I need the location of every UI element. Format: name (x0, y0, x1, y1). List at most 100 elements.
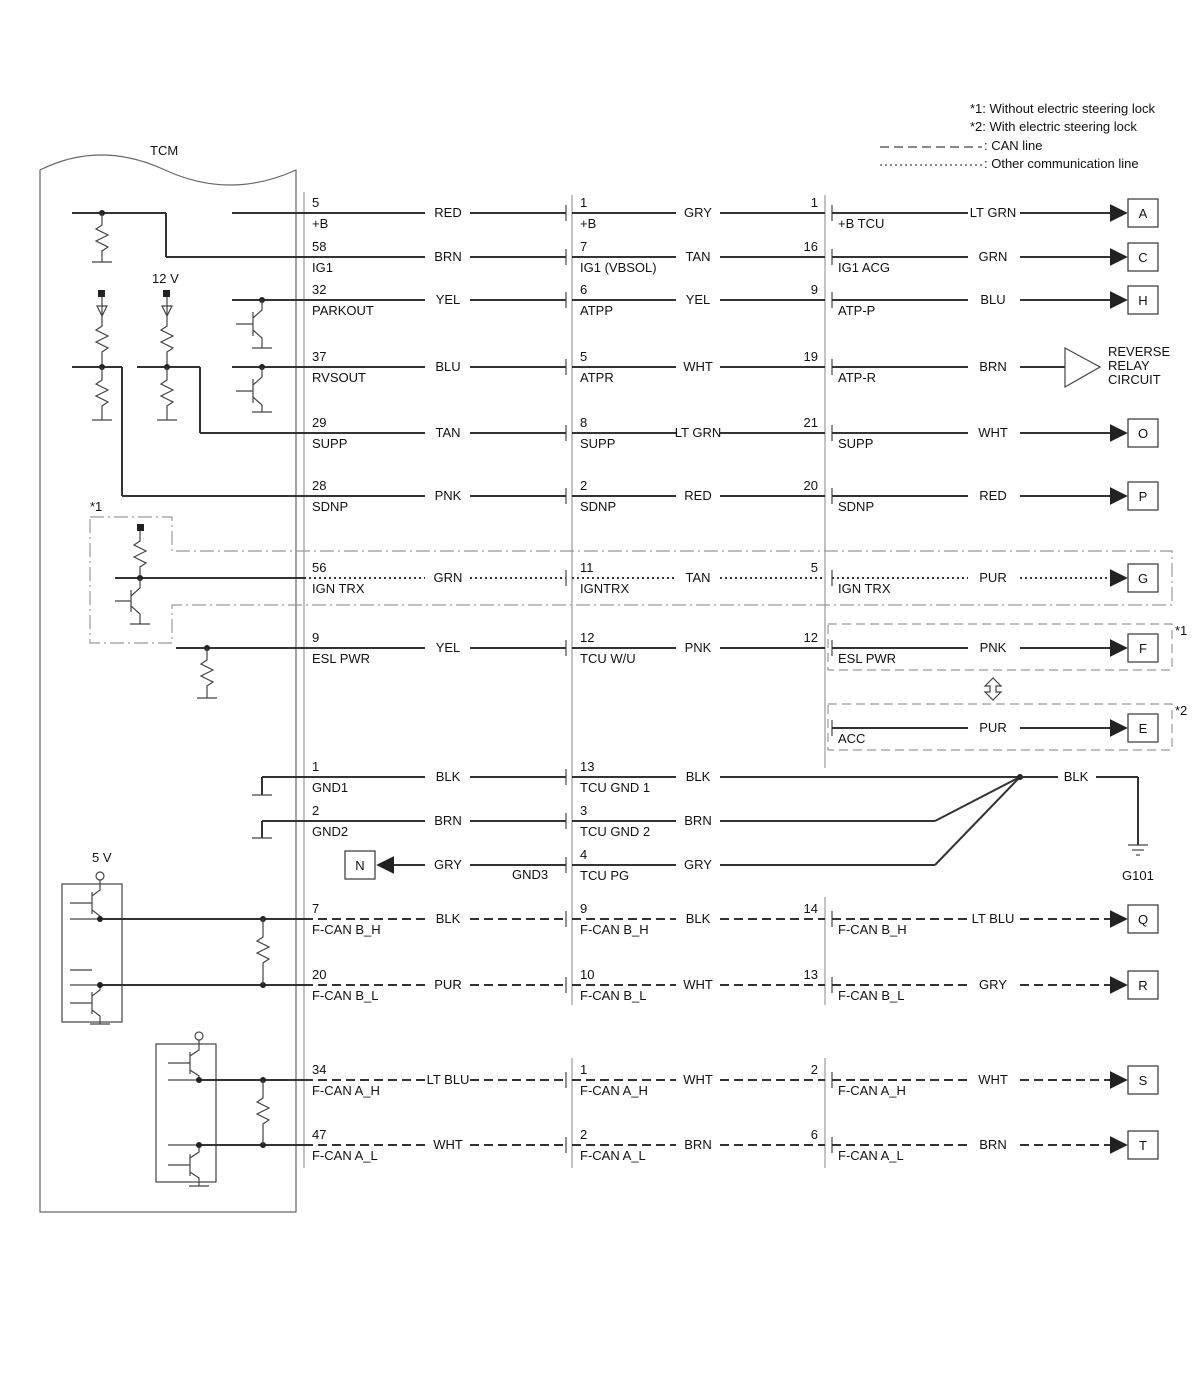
destination-label: Q (1138, 912, 1148, 927)
tcm-pin-name: F-CAN A_H (312, 1083, 380, 1098)
wire-color-label: RED (979, 488, 1006, 503)
right-pin-number: 16 (804, 239, 818, 254)
tcm-pin-name: +B (312, 216, 328, 231)
tcm-internal-upper: 12 V (72, 210, 304, 497)
mid-pin-name: ATPR (580, 370, 614, 385)
right-pin-number: 13 (804, 967, 818, 982)
right-pin-name: IG1 ACG (838, 260, 890, 275)
swap-arrow-icon (983, 677, 1003, 701)
mid-pin-name: TCU GND 1 (580, 780, 650, 795)
mid-pin-number: 8 (580, 415, 587, 430)
destination-box (1127, 713, 1159, 743)
mid-pin-name: F-CAN A_L (580, 1148, 646, 1163)
termination-resistor (255, 919, 271, 985)
mid-pin-name: SDNP (580, 499, 616, 514)
mid-pin-number: 1 (580, 195, 587, 210)
transistor (70, 880, 101, 919)
right-pin-name: F-CAN B_H (838, 922, 907, 937)
mid-pin-name: F-CAN A_H (580, 1083, 648, 1098)
destination-label: E (1139, 721, 1148, 736)
wire-color-label: PUR (979, 570, 1006, 585)
right-pin-name: +B TCU (838, 216, 884, 231)
ground-section: G101 GND3 (252, 774, 1154, 883)
right-pin-number: 9 (811, 282, 818, 297)
wire-color-label: BRN (434, 249, 461, 264)
mid-pin-number: 6 (580, 282, 587, 297)
tcm-pin-name: GND2 (312, 824, 348, 839)
destination-box (1127, 633, 1159, 663)
wire-color-label: BRN (979, 359, 1006, 374)
tcm-pin-number: 56 (312, 560, 326, 575)
tcm-pin-name: SDNP (312, 499, 348, 514)
wire-color-label: BRN (979, 1137, 1006, 1152)
transistor (236, 300, 263, 348)
mid-pin-name: IG1 (VBSOL) (580, 260, 657, 275)
mid-pin-name: +B (580, 216, 596, 231)
reverse-relay-symbol (1064, 346, 1102, 389)
can-a-internal (155, 1031, 304, 1187)
right-pin-name: IGN TRX (838, 581, 891, 596)
legend-note1: *1: Without electric steering lock (970, 101, 1155, 116)
tcm-pin-number: 32 (312, 282, 326, 297)
wire-color-label: WHT (683, 977, 713, 992)
mid-pin-number: 7 (580, 239, 587, 254)
star1-boundary (89, 516, 1173, 644)
ground-wire (934, 776, 1021, 822)
transistor (236, 367, 263, 412)
mid-pin-name: IGNTRX (580, 581, 629, 596)
can-b-transceiver (61, 883, 123, 1023)
right-pin-number: 1 (811, 195, 818, 210)
resistor (132, 531, 148, 578)
destination-box (1127, 904, 1159, 934)
wire-color-label: WHT (978, 425, 1008, 440)
wire-color-label: GRY (684, 205, 712, 220)
junction-dot (196, 1142, 202, 1148)
box-star2-label: *2 (1175, 703, 1187, 718)
wire-color-label: BLK (1064, 769, 1089, 784)
wire-color-label: BLK (686, 911, 711, 926)
supply-terminal (98, 290, 105, 297)
tcm-pin-name: F-CAN B_H (312, 922, 381, 937)
box-star1-label: *1 (1175, 623, 1187, 638)
right-pin-number: 12 (804, 630, 818, 645)
resistor (159, 367, 175, 420)
legend-other-line: : Other communication line (984, 156, 1139, 171)
tcm-pin-number: 7 (312, 901, 319, 916)
supply-terminal (194, 1031, 204, 1041)
destination-label: O (1138, 426, 1148, 441)
tcm-pin-name: IG1 (312, 260, 333, 275)
wire-color-label: BLU (435, 359, 460, 374)
supply-terminal (95, 871, 105, 881)
legend-note2: *2: With electric steering lock (970, 119, 1137, 134)
mid-pin-number: 4 (580, 847, 587, 862)
wire-color-label: TAN (685, 249, 710, 264)
mid-pin-name: F-CAN B_H (580, 922, 649, 937)
mid-pin-number: 2 (580, 1127, 587, 1142)
mid-pin-number: 9 (580, 901, 587, 916)
destination-label: H (1138, 293, 1147, 308)
destination-label: T (1139, 1138, 1147, 1153)
tcm-pin-number: 29 (312, 415, 326, 430)
right-pin-name: ATP-P (838, 303, 875, 318)
destination-box (1127, 1130, 1159, 1160)
wire-color-label: GRN (979, 249, 1008, 264)
mid-pin-name: TCU W/U (580, 651, 636, 666)
wire-color-label: WHT (683, 1072, 713, 1087)
destination-box (344, 850, 376, 880)
destination-label: F (1139, 641, 1147, 656)
tcm-pin-name: GND1 (312, 780, 348, 795)
right-pin-name: ATP-R (838, 370, 876, 385)
destination-box (1127, 198, 1159, 228)
destination-box (1127, 418, 1159, 448)
tcm-pin-number: 28 (312, 478, 326, 493)
right-pin-number: 20 (804, 478, 818, 493)
destination-box (1127, 481, 1159, 511)
destination-label: N (355, 858, 364, 873)
tcm-pin-name: F-CAN A_L (312, 1148, 378, 1163)
legend: *1: Without electric steering lock *2: W… (880, 101, 1155, 171)
tcm-title: TCM (150, 143, 178, 158)
resistor (94, 367, 110, 420)
mid-pin-name: ATPP (580, 303, 613, 318)
